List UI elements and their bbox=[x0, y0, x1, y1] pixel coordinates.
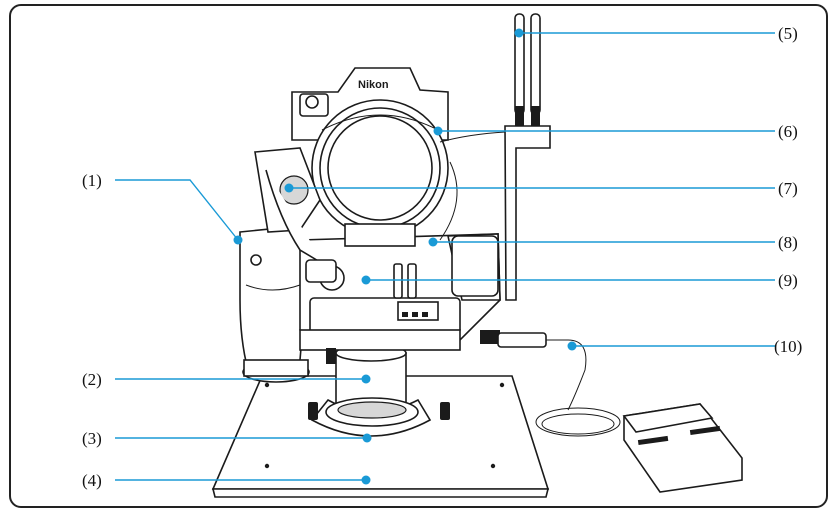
callout-label-9: (9) bbox=[778, 271, 798, 290]
column-and-clamp bbox=[308, 344, 450, 437]
callout-label-10: (10) bbox=[774, 337, 802, 356]
gimbal-body bbox=[239, 225, 501, 383]
callout-labels: (1) (2) (3) (4) (5) (6) (7) (8) (9) (10) bbox=[82, 24, 802, 490]
callout-label-1: (1) bbox=[82, 171, 102, 190]
callout-label-6: (6) bbox=[778, 122, 798, 141]
callout-label-5: (5) bbox=[778, 24, 798, 43]
callout-label-3: (3) bbox=[82, 429, 102, 448]
callout-label-8: (8) bbox=[778, 233, 798, 252]
callout-lines bbox=[115, 28, 775, 485]
callout-label-2: (2) bbox=[82, 370, 102, 389]
callout-label-4: (4) bbox=[82, 471, 102, 490]
battery-pack bbox=[497, 332, 743, 493]
camera: Nikon bbox=[291, 67, 449, 247]
camera-brand: Nikon bbox=[358, 79, 389, 91]
callout-label-7: (7) bbox=[778, 179, 798, 198]
antenna-receiver bbox=[439, 13, 551, 301]
